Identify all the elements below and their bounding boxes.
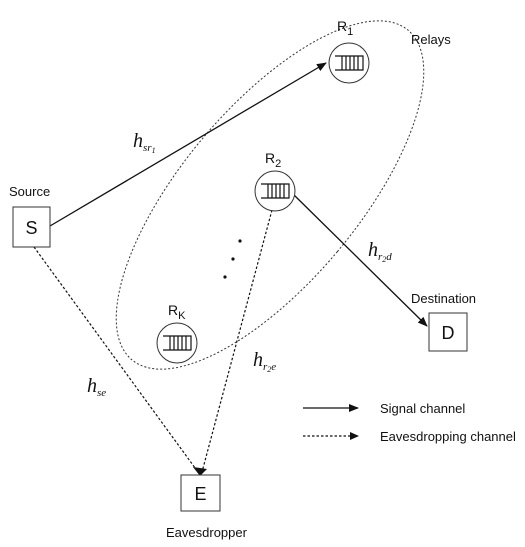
relay-r2-label: R2 — [265, 150, 281, 170]
queue-buffer-icon — [335, 55, 364, 71]
source-box-label: S — [25, 218, 37, 238]
legend-signal-label: Signal channel — [380, 401, 465, 416]
destination-box-label: D — [442, 323, 455, 343]
queue-buffer-icon — [163, 335, 192, 351]
relays-group-label: Relays — [411, 32, 451, 47]
eavesdropper-caption: Eavesdropper — [166, 525, 248, 540]
relays-group-ellipse — [115, 20, 425, 370]
legend: Signal channel Eavesdropping channel — [303, 401, 516, 444]
eavesdrop-arrowhead — [193, 467, 207, 476]
channel-label-h-r2e: hr2e — [253, 349, 276, 374]
destination-node: D — [428, 312, 468, 352]
relay-ellipsis-dots — [223, 239, 242, 279]
channel-label-h-se: hse — [87, 375, 106, 399]
link-r2-d — [292, 193, 428, 327]
relay-rk-label: RK — [168, 302, 186, 322]
legend-eavesdropping-arrowhead — [350, 432, 359, 440]
channel-label-h-sr1: hsr1 — [133, 130, 156, 155]
eavesdropper-node: E — [180, 474, 221, 512]
queue-buffer-icon — [261, 183, 290, 199]
relay-r1-label: R1 — [337, 18, 353, 38]
legend-eavesdropping-label: Eavesdropping channel — [380, 429, 516, 444]
destination-caption: Destination — [411, 291, 476, 306]
relay-r1-node — [328, 42, 370, 84]
link-s-r1 — [49, 62, 327, 227]
relay-rk-node — [156, 322, 198, 364]
link-s-e — [33, 246, 199, 473]
eavesdropper-box-label: E — [194, 484, 206, 504]
channel-label-h-r2d: hr2d — [368, 239, 392, 264]
link-r2-e — [201, 209, 273, 473]
source-node: S — [12, 206, 51, 248]
relay-r2-node — [254, 170, 296, 212]
source-caption: Source — [9, 184, 50, 199]
